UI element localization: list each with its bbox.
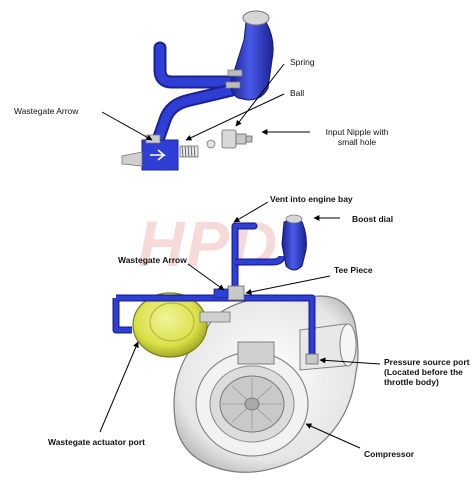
vent-leader <box>233 201 269 223</box>
hose-upper <box>153 41 239 89</box>
spring-icon <box>179 145 199 158</box>
label-pressure-source: Pressure source port (Located before the… <box>384 357 470 387</box>
label-pressure-source-line2: (Located before the <box>384 367 463 377</box>
outlet-nipple-icon <box>121 151 143 167</box>
label-boost-dial: Boost dial <box>352 214 394 224</box>
tee-piece-icon <box>227 285 245 301</box>
label-compressor: Compressor <box>364 449 415 459</box>
cap-icon <box>242 10 270 26</box>
label-input-nipple-line2: small hole <box>337 137 377 147</box>
turbo-assembly <box>132 292 359 473</box>
label-vent: Vent into engine bay <box>270 194 353 204</box>
wastegate-arrow-top-leader <box>101 111 153 141</box>
ball-icon <box>206 139 216 149</box>
label-wastegate-arrow-bottom: Wastegate Arrow <box>118 255 187 265</box>
wastegate-actuator-port-leader <box>99 341 139 433</box>
label-tee-piece: Tee Piece <box>334 265 373 275</box>
ball-leader <box>185 93 285 141</box>
label-ball: Ball <box>290 88 305 98</box>
label-wastegate-arrow-top: Wastegate Arrow <box>14 106 79 116</box>
label-pressure-source-line3: throttle body) <box>384 377 439 387</box>
boost-dial-icon <box>281 214 307 271</box>
label-input-nipple-line1: Input Nipple with <box>325 127 389 137</box>
compressor-leader <box>305 423 361 449</box>
wastegate-arrow-mark <box>150 149 167 161</box>
label-input-nipple: Input Nipple with small hole <box>312 127 402 147</box>
label-pressure-source-line1: Pressure source port <box>384 357 470 367</box>
label-wastegate-actuator-port: Wastegate actuator port <box>48 437 145 447</box>
tee-piece-leader <box>245 275 331 295</box>
spring-leader <box>235 63 285 127</box>
top-boost-controller <box>121 10 274 171</box>
input-nipple-icon <box>221 129 253 149</box>
label-spring: Spring <box>290 57 315 67</box>
wastegate-arrow-bottom-leader <box>187 263 225 291</box>
pressure-source-port-icon <box>305 353 319 365</box>
vacuum-hoses <box>112 222 319 365</box>
pressure-source-leader <box>319 357 381 365</box>
